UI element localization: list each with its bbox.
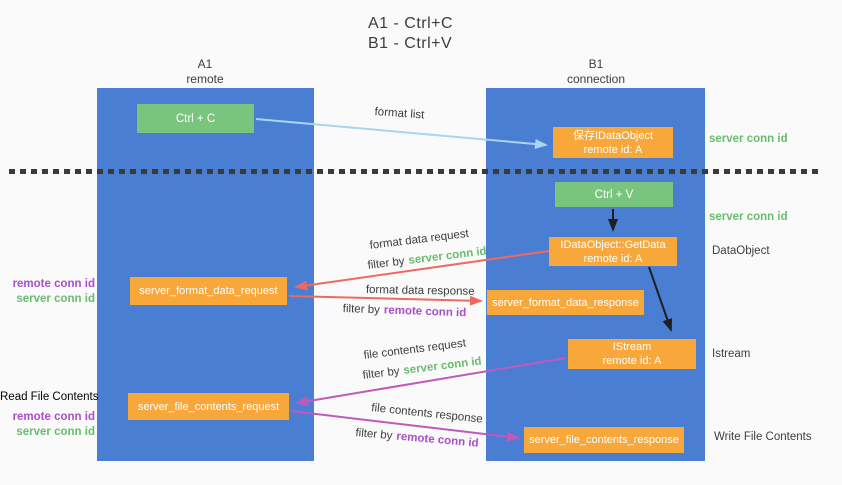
lane-b1-subtitle: connection bbox=[566, 72, 626, 86]
filter-by-text: filter by bbox=[367, 255, 406, 272]
server-conn-id-text: server conn id bbox=[16, 293, 95, 305]
istream-title: IStream bbox=[612, 341, 652, 353]
read-file-contents-annotation: Read File Contents bbox=[0, 391, 99, 403]
server-file-contents-request-label: server_file_contents_request bbox=[137, 400, 280, 413]
remote-conn-id-text: remote conn id bbox=[12, 278, 95, 290]
save-idataobject-title: 保存IDataObject bbox=[572, 129, 654, 142]
istream-subtitle: remote id: A bbox=[602, 355, 662, 367]
server-format-data-request-label: server_format_data_request bbox=[139, 285, 278, 297]
diagram-title: A1 - Ctrl+C B1 - Ctrl+V bbox=[368, 14, 453, 54]
server-conn-id-text: server conn id bbox=[16, 426, 95, 438]
machine-boundary-dotted-line bbox=[9, 169, 823, 174]
file-request-conn-id-annotation: remote conn id server conn id bbox=[0, 410, 95, 440]
remote-conn-id-text: remote conn id bbox=[395, 430, 480, 450]
file-contents-response-label: file contents response bbox=[370, 402, 484, 426]
format-list-label: format list bbox=[374, 106, 425, 122]
filter-by-text: filter by bbox=[354, 427, 393, 443]
getdata-title: IDataObject::GetData bbox=[560, 238, 666, 251]
istream-node: IStream remote id: A bbox=[568, 339, 696, 369]
lane-header-a1: A1 remote bbox=[145, 57, 265, 87]
remote-conn-id-text: remote conn id bbox=[383, 304, 467, 320]
server-file-contents-response-node: server_file_contents_response bbox=[524, 427, 684, 453]
lane-a1-subtitle: remote bbox=[186, 72, 224, 86]
server-file-contents-request-node: server_file_contents_request bbox=[128, 393, 289, 420]
server-conn-id-annotation-top: server conn id bbox=[709, 133, 788, 145]
server-conn-id-text: server conn id bbox=[407, 245, 488, 267]
save-idataobject-node: 保存IDataObject remote id: A bbox=[553, 127, 673, 158]
lane-b1-name: B1 bbox=[588, 57, 604, 71]
lane-a1-name: A1 bbox=[197, 57, 213, 71]
filter-by-text: filter by bbox=[362, 365, 401, 382]
save-idataobject-subtitle: remote id: A bbox=[583, 143, 643, 156]
dataobject-annotation: DataObject bbox=[712, 245, 770, 257]
remote-conn-id-text: remote conn id bbox=[12, 411, 95, 423]
ctrl-c-node: Ctrl + C bbox=[137, 104, 254, 133]
istream-annotation: Istream bbox=[712, 348, 751, 360]
format-data-response-label: format data response bbox=[365, 284, 475, 298]
server-format-data-response-node: server_format_data_response bbox=[487, 290, 644, 315]
filter-by-text: filter by bbox=[342, 303, 381, 317]
title-line-2: B1 - Ctrl+V bbox=[368, 35, 453, 52]
ctrl-v-label: Ctrl + V bbox=[594, 188, 634, 201]
title-line-1: A1 - Ctrl+C bbox=[368, 15, 454, 32]
server-format-data-response-label: server_format_data_response bbox=[492, 296, 639, 309]
write-file-contents-annotation: Write File Contents bbox=[714, 431, 812, 443]
server-conn-id-annotation-mid: server conn id bbox=[709, 211, 788, 223]
idataobject-getdata-node: IDataObject::GetData remote id: A bbox=[549, 237, 677, 266]
lane-header-b1: B1 connection bbox=[536, 57, 656, 87]
server-conn-id-text: server conn id bbox=[402, 355, 483, 377]
server-format-data-request-node: server_format_data_request bbox=[130, 277, 287, 305]
server-file-contents-response-label: server_file_contents_response bbox=[529, 434, 679, 446]
getdata-subtitle: remote id: A bbox=[583, 252, 643, 265]
ctrl-v-node: Ctrl + V bbox=[555, 182, 673, 207]
ctrl-c-label: Ctrl + C bbox=[175, 112, 216, 125]
format-request-conn-id-annotation: remote conn id server conn id bbox=[0, 277, 95, 307]
